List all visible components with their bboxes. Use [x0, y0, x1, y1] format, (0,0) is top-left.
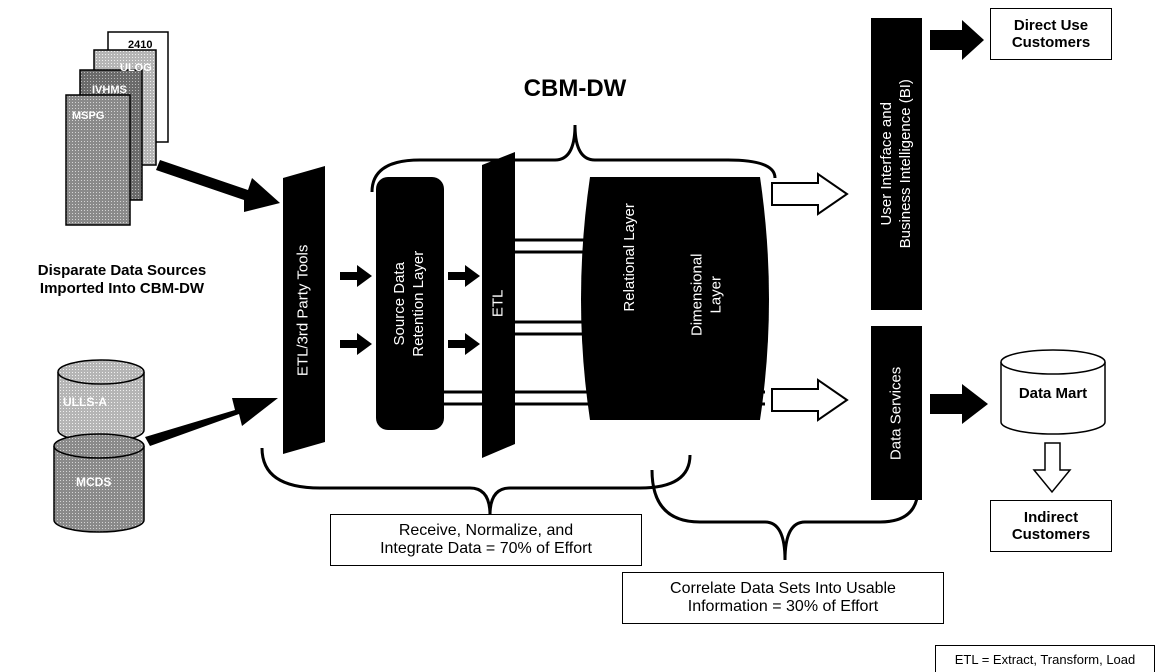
relational-dimensional-shape: [581, 177, 769, 420]
correlate-effort-box: Correlate Data Sets Into Usable Informat…: [622, 572, 944, 624]
arrow-etl-to-retention-2: [340, 333, 372, 355]
doc-label-ivhms: IVHMS: [92, 84, 127, 96]
data-services-bar: [871, 326, 922, 500]
hollow-arrow-down: [1032, 442, 1072, 494]
hollow-arrow-to-data-services: [771, 378, 849, 422]
etl-3rd-party-bar: [283, 166, 325, 454]
doc-label-2410: 2410: [128, 39, 153, 51]
database-stack-icon: [53, 359, 145, 533]
source-retention-bar: [376, 177, 444, 430]
receive-brace: [260, 447, 692, 516]
direct-use-customers-box: Direct Use Customers: [990, 8, 1112, 60]
doc-mspg-icon: [65, 94, 131, 226]
indirect-customers-box: Indirect Customers: [990, 500, 1112, 552]
retention-dimensional-connectors: [444, 390, 765, 406]
disparate-sources-label: Disparate Data Sources Imported Into CBM…: [37, 262, 207, 297]
source-arrow-top: [156, 160, 280, 212]
arrow-etl-to-retention-1: [340, 265, 372, 287]
cbm-dw-title: CBM-DW: [523, 75, 627, 102]
cbm-dw-brace: [370, 124, 777, 193]
relational-layer-label: Relational Layer: [620, 202, 638, 312]
etl-3rd-party-label: ETL/3rd Party Tools: [294, 244, 312, 376]
source-arrow-bottom: [145, 398, 278, 446]
data-mart-label: Data Mart: [1018, 385, 1088, 402]
doc-label-ulog: ULOG: [120, 62, 152, 74]
ui-bi-bar: [871, 18, 922, 310]
correlate-brace: [650, 469, 920, 561]
hollow-arrow-to-bi: [771, 172, 849, 216]
db-label-mcds: MCDS: [76, 475, 112, 489]
receive-effort-box: Receive, Normalize, and Integrate Data =…: [330, 514, 642, 566]
arrow-to-data-mart: [930, 384, 988, 424]
etl-legend: ETL = Extract, Transform, Load: [935, 645, 1155, 672]
etl-label: ETL: [489, 289, 507, 317]
db-label-ulls-a: ULLS-A: [63, 395, 107, 409]
arrow-retention-to-etl-1: [448, 265, 480, 287]
data-services-label: Data Services: [887, 366, 905, 460]
doc-label-mspg: MSPG: [72, 110, 105, 122]
arrow-to-direct-use: [930, 20, 984, 60]
data-mart-cylinder: [1000, 349, 1106, 435]
etl-relational-connectors: [515, 238, 590, 336]
arrow-retention-to-etl-2: [448, 333, 480, 355]
document-stack-icon: [65, 31, 169, 226]
etl-bar: [482, 152, 515, 458]
